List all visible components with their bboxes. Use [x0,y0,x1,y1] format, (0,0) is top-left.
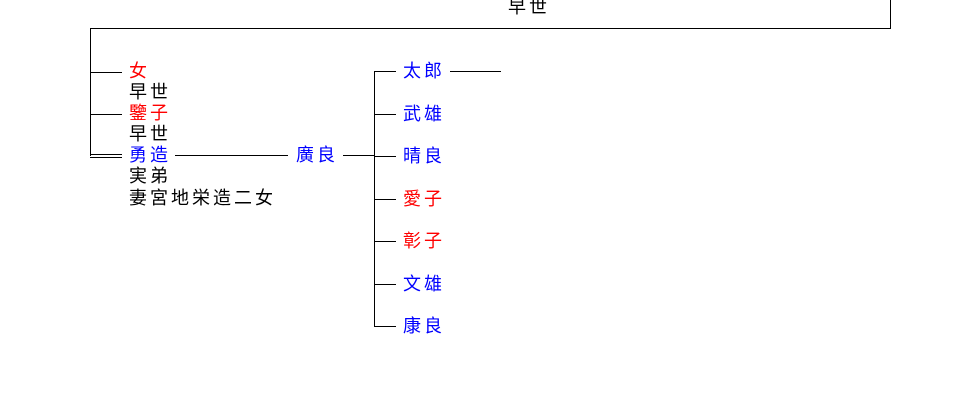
connector-line [374,71,396,72]
connector-line [374,326,396,327]
person-kanko: 鑒子 [129,103,171,124]
connector-line [175,155,288,156]
adoption-line [90,157,122,158]
person-note: 実弟 [129,166,171,187]
connector-line [374,156,396,157]
connector-line [374,284,396,285]
person-grandchild: 彰子 [403,231,445,252]
top-note: 早世 [508,0,550,18]
connector-line [450,71,501,72]
person-note: 早世 [129,82,171,103]
person-note: 早世 [129,124,171,145]
person-grandchild: 太郎 [403,61,445,82]
connector-line [343,155,374,156]
person-grandchild: 康良 [403,316,445,337]
connector-line [374,241,396,242]
person-grandchild: 武雄 [403,104,445,125]
adoption-line [90,154,122,155]
person-spouse-note: 妻宮地栄造二女 [129,188,276,209]
person-onna: 女 [129,61,150,82]
connector-line [90,114,122,115]
person-grandchild: 愛子 [403,189,445,210]
person-yuzo: 勇造 [129,145,171,166]
connector-line [374,199,396,200]
connector-line [90,72,122,73]
connector-line [90,28,891,29]
connector-line [890,0,891,28]
connector-line [90,28,91,156]
person-hiroyoshi: 廣良 [296,145,338,166]
person-grandchild: 文雄 [403,274,445,295]
connector-line [374,114,396,115]
person-grandchild: 晴良 [403,146,445,167]
